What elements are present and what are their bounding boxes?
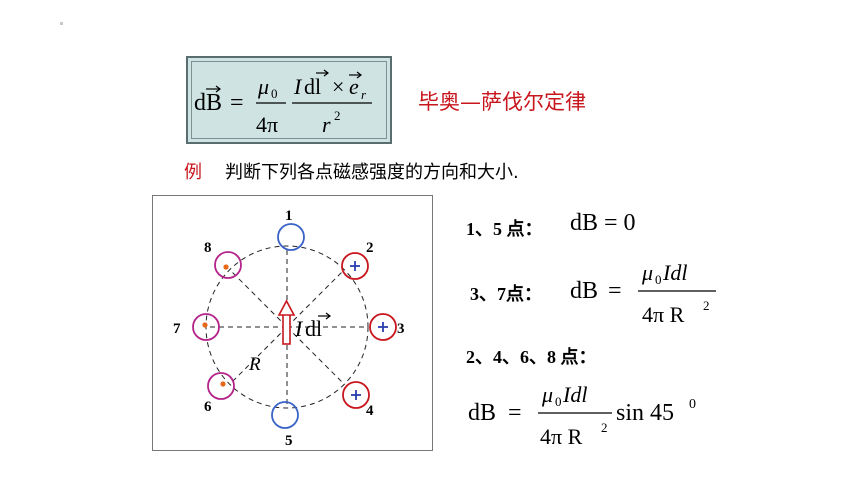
result-2-num-mu: μ xyxy=(641,260,653,285)
point-1-label: 1 xyxy=(285,208,293,224)
vector-arrowhead-dl xyxy=(323,69,329,77)
point-7-circle xyxy=(192,313,220,341)
radius-4 xyxy=(286,326,345,385)
point-1-circle xyxy=(277,223,305,251)
result-3-label: 2、4、6、8 点： xyxy=(466,347,597,367)
formula-r: r xyxy=(322,112,331,137)
result-4-num-sub: 0 xyxy=(555,394,562,409)
result-4-den: 4π R xyxy=(540,424,583,449)
formula-num-I: I xyxy=(293,74,303,99)
current-label-dl: dl xyxy=(305,316,322,341)
point-6-circle xyxy=(207,372,235,400)
result-1-expr: dB = 0 xyxy=(570,210,636,236)
biot-savart-formula: dB = μ 0 4π I dl × e r r 2 xyxy=(194,69,372,137)
formula-r-exp: 2 xyxy=(334,108,341,123)
point-7-label: 7 xyxy=(173,321,181,337)
point-7-dot xyxy=(202,322,208,328)
formula-mu-sub: 0 xyxy=(271,86,278,101)
formula-mu: μ xyxy=(257,74,269,99)
result-4-num-rest: Idl xyxy=(562,382,587,407)
point-5-circle xyxy=(271,401,299,429)
point-6-dot xyxy=(220,381,226,387)
point-3-label: 3 xyxy=(397,321,405,337)
result-2-num-sub: 0 xyxy=(655,272,662,287)
point-2-label: 2 xyxy=(366,240,374,256)
formula-e: e xyxy=(349,74,359,99)
formula-lhs: dB xyxy=(194,90,222,116)
current-vector-arrowhead xyxy=(325,312,331,320)
radius-2 xyxy=(286,269,345,328)
result-4-lhs: dB xyxy=(468,400,496,426)
stray-dot xyxy=(60,22,63,25)
result-4-num-mu: μ xyxy=(541,382,553,407)
result-4-trig-exp: 0 xyxy=(689,397,696,412)
point-8-circle xyxy=(214,251,242,279)
field-points-svg: I dl R 1 2 3 4 5 6 7 8 xyxy=(173,208,405,449)
result-4-eq: = xyxy=(508,400,522,426)
result-4-formula: dB = μ 0 Idl 4π R 2 sin 45 0 xyxy=(468,382,696,449)
formula-eq: = xyxy=(230,90,244,116)
point-8-label: 8 xyxy=(204,240,212,256)
point-4-label: 4 xyxy=(366,403,374,419)
radius-8 xyxy=(229,269,288,328)
formula-cross: × xyxy=(332,74,344,99)
radius-label: R xyxy=(248,354,261,375)
result-2-formula: dB = μ 0 Idl 4π R 2 xyxy=(570,260,716,327)
example-label: 例 xyxy=(184,162,202,183)
point-2-circle xyxy=(341,252,369,280)
into-page-markers xyxy=(350,261,388,400)
formula-box-inner-border xyxy=(191,61,387,139)
point-number-labels: 1 2 3 4 5 6 7 8 xyxy=(173,208,405,449)
result-2-den: 4π R xyxy=(642,302,685,327)
current-arrow-head xyxy=(277,299,296,316)
formula-four-pi: 4π xyxy=(256,112,278,137)
vector-arrowhead-e xyxy=(356,71,362,79)
field-points-diagram: I dl R 1 2 3 4 5 6 7 8 xyxy=(152,195,433,451)
formula-e-sub: r xyxy=(361,87,367,102)
point-3-circle xyxy=(369,313,397,341)
result-2-eq: = xyxy=(608,278,622,304)
radius-6 xyxy=(229,326,288,385)
result-2-label: 3、7点： xyxy=(470,284,542,304)
result-2-den-exp: 2 xyxy=(703,298,710,313)
point-6-label: 6 xyxy=(204,399,212,415)
point-4-circle xyxy=(342,381,370,409)
result-4-trig: sin 45 xyxy=(616,400,674,426)
point-8-dot xyxy=(223,264,229,270)
result-2-lhs: dB xyxy=(570,278,598,304)
law-title: 毕奥—萨伐尔定律 xyxy=(418,90,586,114)
vector-arrowhead-b xyxy=(215,85,221,93)
point-5-label: 5 xyxy=(285,433,293,449)
example-question: 判断下列各点磁感强度的方向和大小. xyxy=(225,162,519,183)
result-2-num-rest: Idl xyxy=(662,260,687,285)
formula-num-dl: dl xyxy=(304,74,321,99)
biot-savart-formula-box: dB = μ 0 4π I dl × e r r 2 xyxy=(186,56,392,144)
result-1-label: 1、5 点： xyxy=(466,219,543,239)
current-label-I: I xyxy=(294,316,304,341)
result-4-den-exp: 2 xyxy=(601,420,608,435)
current-arrow-shaft xyxy=(282,313,291,345)
